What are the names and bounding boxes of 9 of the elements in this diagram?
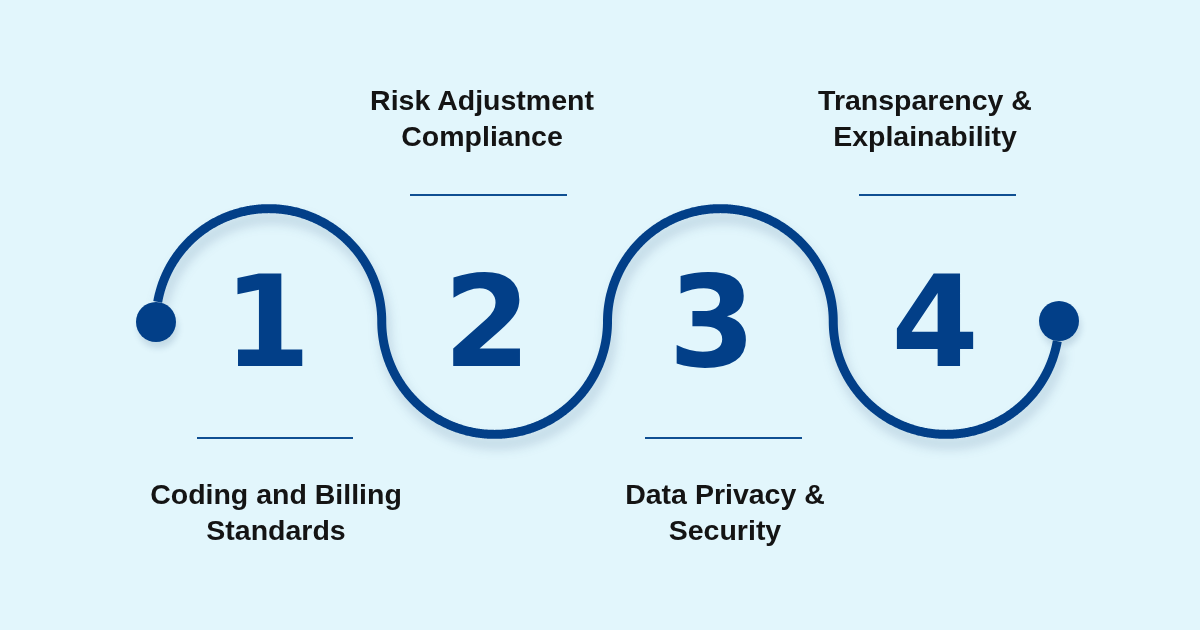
step-title: Risk Adjustment Compliance — [369, 83, 595, 154]
endpoint-dot — [1039, 301, 1079, 341]
step-number: 4 — [890, 275, 980, 371]
step-title: Coding and Billing Standards — [149, 477, 403, 548]
wavy-connector — [153, 204, 1062, 439]
step-number: 1 — [222, 275, 312, 371]
step-title: Data Privacy & Security — [624, 477, 826, 548]
endpoint-dot — [136, 302, 176, 342]
step-title: Transparency & Explainability — [817, 83, 1033, 154]
